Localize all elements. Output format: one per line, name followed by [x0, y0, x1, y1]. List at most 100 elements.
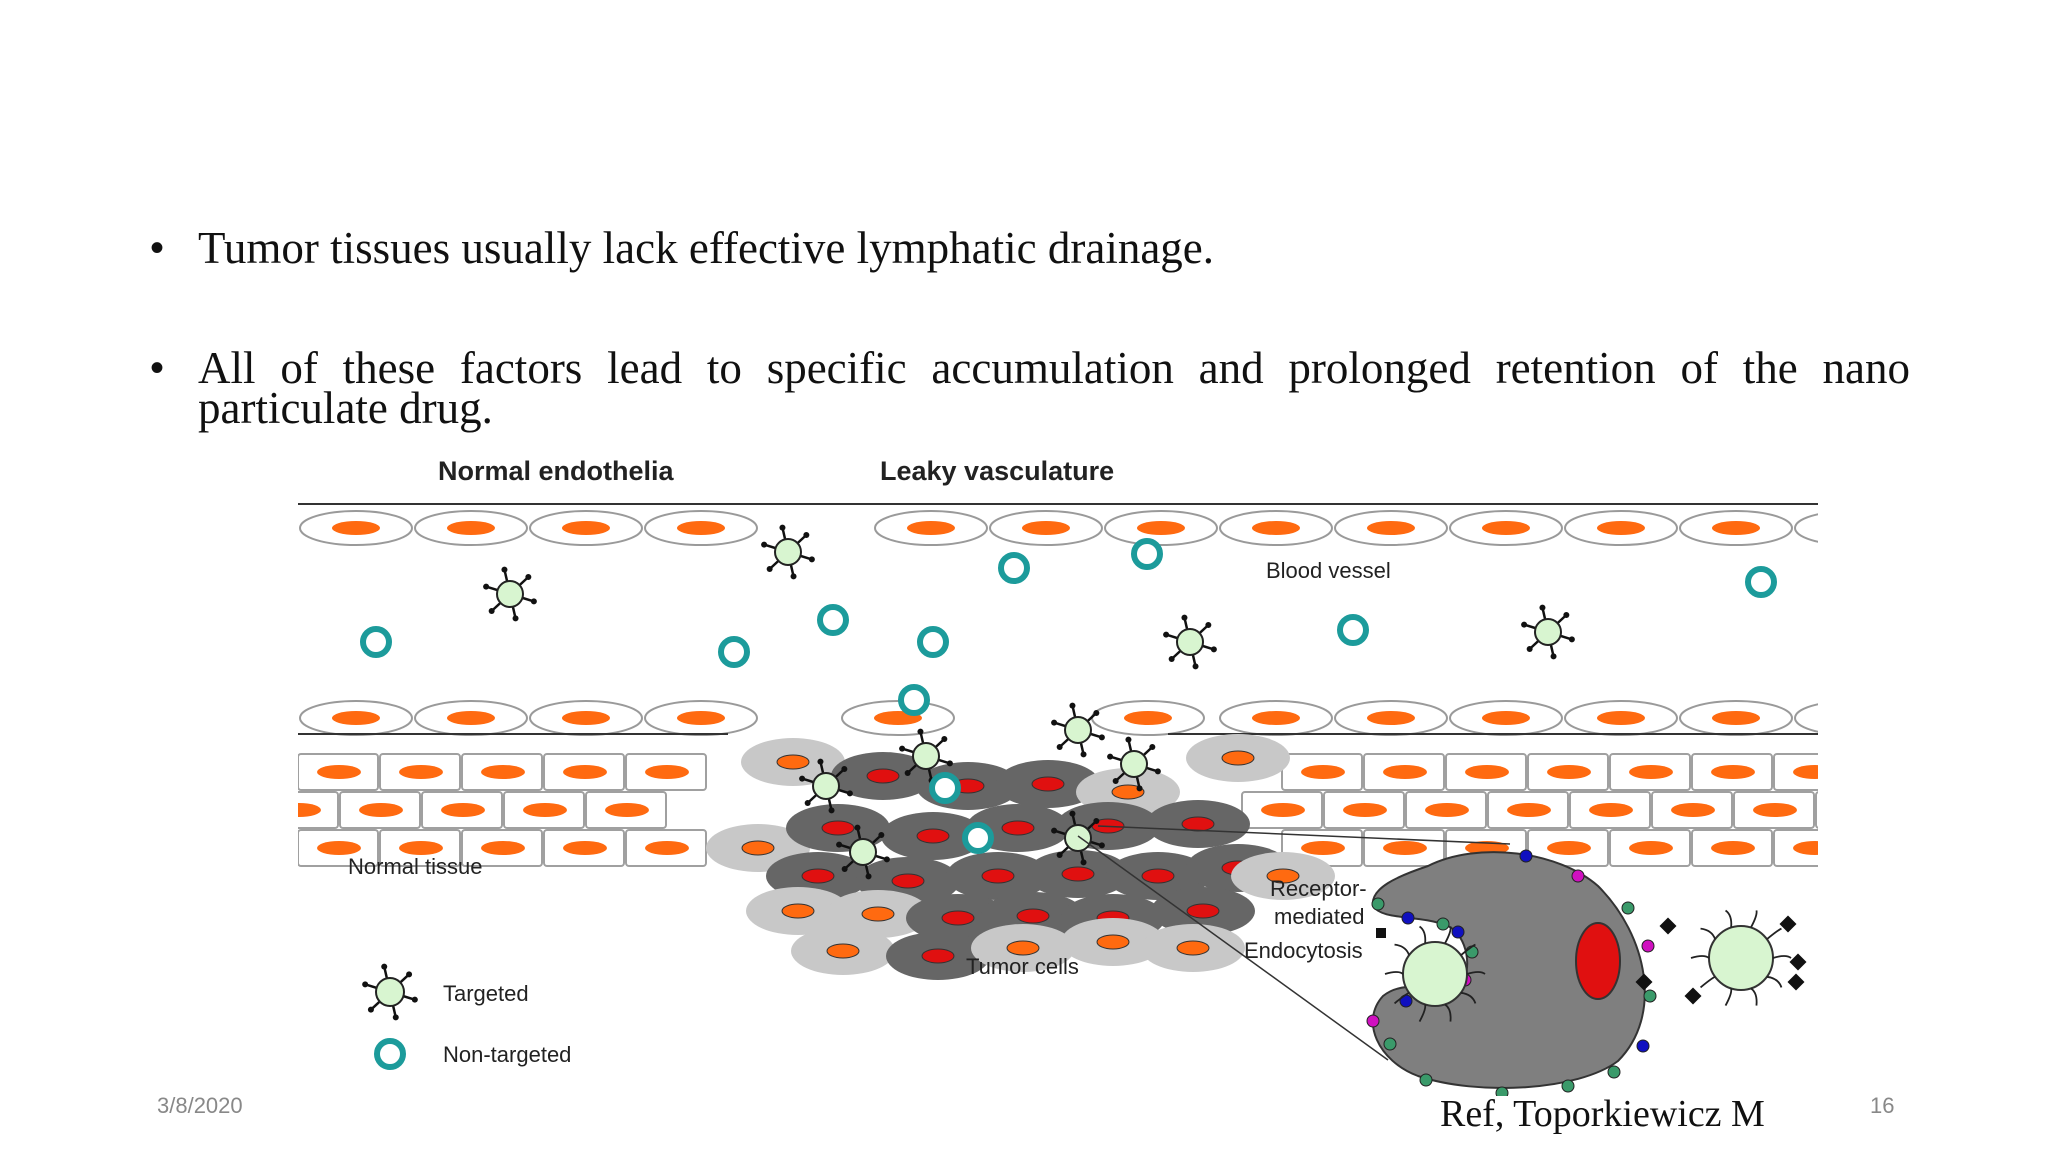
receptor [1571, 869, 1585, 883]
tumor-nucleus [1141, 868, 1175, 884]
tumor-nucleus [821, 820, 855, 836]
internalized-particle [1402, 941, 1468, 1007]
tissue-nucleus [399, 765, 443, 779]
endothelial-nucleus [677, 711, 725, 725]
ligand-tip [799, 775, 806, 782]
targeted-particle [849, 838, 877, 866]
legend: Targeted Non-targeted [362, 963, 571, 1070]
targeted-particle [1534, 618, 1562, 646]
tissue-nucleus [399, 841, 443, 855]
endothelial-nucleus [447, 521, 495, 535]
targeted-particle [774, 538, 802, 566]
ligand [1700, 927, 1716, 940]
ligand-tip [1526, 645, 1533, 652]
endothelial-nucleus [562, 711, 610, 725]
slide-date: 3/8/2020 [157, 1093, 243, 1118]
endothelial-nucleus [1124, 711, 1172, 725]
ligand [1466, 971, 1486, 975]
tissue-nucleus [645, 765, 689, 779]
label-leaky-vasculature: Leaky vasculature [880, 456, 1114, 486]
ligand-tip [525, 574, 532, 581]
ligand-tip [841, 865, 848, 872]
ligand-tip [411, 996, 418, 1003]
tumor-nucleus-large [1575, 922, 1621, 1000]
tissue-nucleus [563, 765, 607, 779]
ligand-tip [1125, 736, 1132, 743]
receptor [1561, 1079, 1575, 1093]
tumor-nucleus [1096, 934, 1130, 950]
tissue-nucleus [317, 765, 361, 779]
ligand [1750, 910, 1758, 928]
non-targeted-particle [962, 822, 994, 854]
tissue-nucleus [1629, 841, 1673, 855]
tissue-nucleus [563, 841, 607, 855]
tissue-nucleus [1671, 803, 1715, 817]
label-normal-tissue: Normal tissue [348, 854, 482, 879]
tissue-nucleus [523, 803, 567, 817]
ligand-tip [1112, 777, 1119, 784]
receptor [1436, 917, 1450, 931]
ligand-tip [362, 981, 369, 988]
ligand-tip [803, 532, 810, 539]
tumor-nucleus [1016, 908, 1050, 924]
tumor-nucleus [866, 768, 900, 784]
ligand-tip [1098, 734, 1105, 741]
tissue-nucleus [1383, 841, 1427, 855]
slide-number: 16 [1870, 1093, 1895, 1118]
ligand-tip [779, 524, 786, 531]
label-tumor-cells: Tumor cells [966, 954, 1079, 979]
tumor-nucleus [1221, 750, 1255, 766]
ligand-marker [1635, 973, 1653, 991]
ligand-tip [1080, 859, 1087, 866]
legend-non-targeted-icon [374, 1038, 406, 1070]
ligand-tip [488, 607, 495, 614]
ligand [1444, 926, 1452, 944]
ligand-tip [1550, 653, 1557, 660]
non-targeted-particle [817, 604, 849, 636]
tissue-nucleus [605, 803, 649, 817]
endothelial-nucleus [1482, 521, 1530, 535]
tissue-nucleus [1793, 841, 1818, 855]
ligand-tip [904, 769, 911, 776]
tissue-nucleus [1261, 803, 1305, 817]
ligand-marker [1787, 973, 1805, 991]
label-endocytosis: Endocytosis [1244, 938, 1363, 963]
ligand-tip [1154, 768, 1161, 775]
endothelial-nucleus [1597, 521, 1645, 535]
receptor [1451, 925, 1465, 939]
zoom-line [1077, 835, 1389, 1061]
non-targeted-particle [998, 552, 1030, 584]
ligand-tip [1051, 827, 1058, 834]
tissue-nucleus [298, 803, 321, 817]
targeted-particle [1064, 716, 1092, 744]
endocytosis-inset [1366, 849, 1807, 1096]
cell-receptors [1366, 849, 1657, 1096]
legend-non-targeted-label: Non-targeted [443, 1042, 571, 1067]
receptor [1643, 989, 1657, 1003]
tumor-nucleus [826, 943, 860, 959]
ligand-tip [804, 799, 811, 806]
ligand-tip [761, 541, 768, 548]
tissue-nucleus [1301, 841, 1345, 855]
ligand-tip [766, 565, 773, 572]
ligand-tip [899, 745, 906, 752]
endothelial-nucleus [332, 521, 380, 535]
tissue-nucleus [645, 841, 689, 855]
ligand-marker [1376, 928, 1386, 938]
endothelial-nucleus [1252, 521, 1300, 535]
tissue-nucleus [1547, 765, 1591, 779]
receptor [1607, 1065, 1621, 1079]
tumor-nucleus [741, 840, 775, 856]
receptor [1519, 849, 1533, 863]
tissue-nucleus [1465, 765, 1509, 779]
receptor [1419, 1073, 1433, 1087]
ligand-tip [1056, 743, 1063, 750]
ligand-tip [512, 615, 519, 622]
ligand [1724, 988, 1733, 1006]
ligand-tip [828, 807, 835, 814]
endothelial-nucleus [1367, 521, 1415, 535]
ligand [1394, 943, 1410, 956]
non-targeted-particle [1337, 614, 1369, 646]
ligand-tip [1210, 646, 1217, 653]
tissue-cell [1815, 791, 1818, 829]
